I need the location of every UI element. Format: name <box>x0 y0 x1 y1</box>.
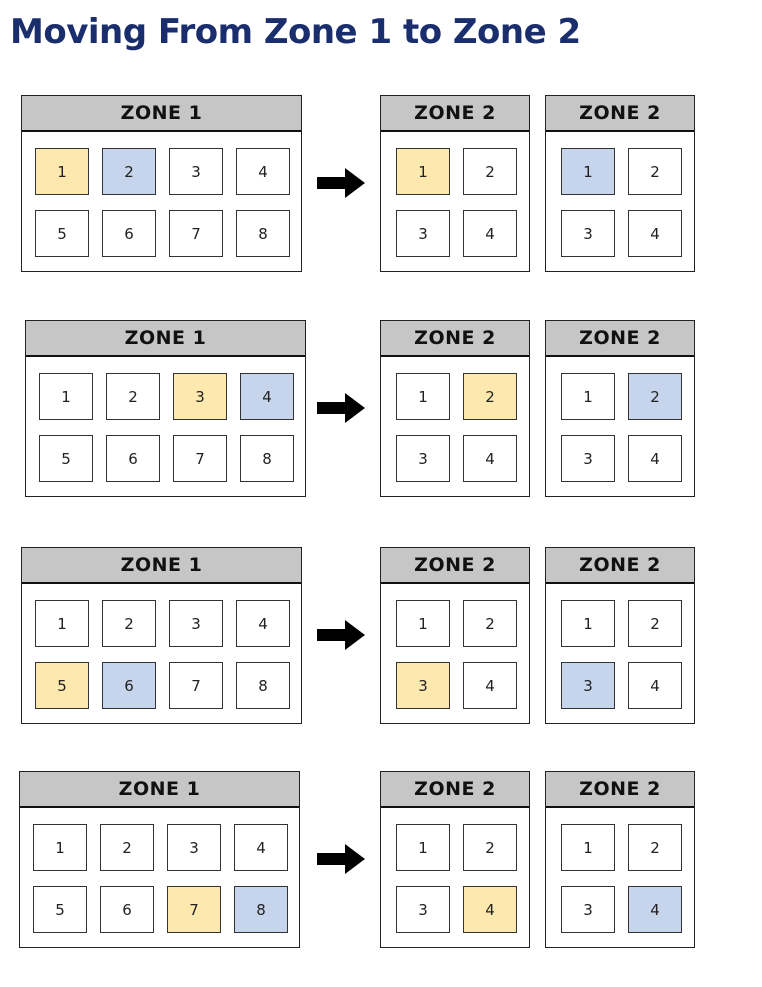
zone-cell: 6 <box>100 886 154 933</box>
zone-cell: 8 <box>234 886 288 933</box>
zone-header: ZONE 2 <box>381 321 529 357</box>
zone-header: ZONE 2 <box>546 321 694 357</box>
zone-cell: 4 <box>628 662 682 709</box>
zone-cell: 4 <box>463 435 517 482</box>
zone-cell: 3 <box>561 886 615 933</box>
zone-cell: 4 <box>628 210 682 257</box>
zone-cell: 2 <box>100 824 154 871</box>
zone-cell: 2 <box>106 373 160 420</box>
zone-cell: 5 <box>33 886 87 933</box>
zone-cell: 3 <box>396 210 450 257</box>
zone-cell: 1 <box>561 600 615 647</box>
right-arrow-icon <box>317 168 365 198</box>
zone-cell: 2 <box>463 373 517 420</box>
zone-cell: 3 <box>396 662 450 709</box>
zone-cell: 4 <box>240 373 294 420</box>
zone-cell: 3 <box>396 886 450 933</box>
zone-cell: 4 <box>236 600 290 647</box>
zone-header: ZONE 2 <box>381 772 529 808</box>
zone-cell: 5 <box>39 435 93 482</box>
zone-header: ZONE 2 <box>381 548 529 584</box>
zone-cell: 7 <box>173 435 227 482</box>
zone-cell: 3 <box>561 435 615 482</box>
zone-cell: 4 <box>628 886 682 933</box>
zone-cell: 3 <box>167 824 221 871</box>
zone-cell: 4 <box>463 210 517 257</box>
zone-cell: 2 <box>463 600 517 647</box>
zone-header: ZONE 2 <box>546 548 694 584</box>
zone-cell: 1 <box>561 373 615 420</box>
zone-header: ZONE 1 <box>22 548 301 584</box>
zone-header: ZONE 2 <box>546 772 694 808</box>
zone-cell: 2 <box>463 824 517 871</box>
zone-cell: 4 <box>463 886 517 933</box>
right-arrow-icon <box>317 844 365 874</box>
zone-cell: 3 <box>561 210 615 257</box>
zone-cell: 2 <box>463 148 517 195</box>
zone-cell: 3 <box>561 662 615 709</box>
zone-cell: 8 <box>236 662 290 709</box>
zone-cell: 8 <box>240 435 294 482</box>
zone-cell: 2 <box>102 148 156 195</box>
zone-cell: 4 <box>463 662 517 709</box>
zone-cell: 5 <box>35 210 89 257</box>
zone-cell: 3 <box>169 148 223 195</box>
zone-header: ZONE 1 <box>26 321 305 357</box>
zone-cell: 4 <box>628 435 682 482</box>
right-arrow-icon <box>317 393 365 423</box>
zone-cell: 7 <box>167 886 221 933</box>
zone-cell: 8 <box>236 210 290 257</box>
zone-cell: 1 <box>39 373 93 420</box>
zone-cell: 7 <box>169 662 223 709</box>
zone-cell: 1 <box>396 148 450 195</box>
zone-cell: 2 <box>628 373 682 420</box>
zone-cell: 2 <box>628 148 682 195</box>
right-arrow-icon <box>317 620 365 650</box>
zone-cell: 3 <box>396 435 450 482</box>
zone-cell: 6 <box>106 435 160 482</box>
zone-cell: 5 <box>35 662 89 709</box>
zone-header: ZONE 1 <box>20 772 299 808</box>
zone-cell: 7 <box>169 210 223 257</box>
page-title: Moving From Zone 1 to Zone 2 <box>10 12 581 52</box>
zone-cell: 1 <box>396 373 450 420</box>
zone-cell: 4 <box>234 824 288 871</box>
zone-cell: 1 <box>396 600 450 647</box>
zone-cell: 3 <box>169 600 223 647</box>
zone-cell: 4 <box>236 148 290 195</box>
zone-cell: 2 <box>102 600 156 647</box>
zone-header: ZONE 2 <box>546 96 694 132</box>
zone-cell: 3 <box>173 373 227 420</box>
zone-header: ZONE 2 <box>381 96 529 132</box>
zone-cell: 2 <box>628 824 682 871</box>
zone-header: ZONE 1 <box>22 96 301 132</box>
zone-cell: 2 <box>628 600 682 647</box>
zone-cell: 6 <box>102 210 156 257</box>
zone-cell: 6 <box>102 662 156 709</box>
zone-cell: 1 <box>561 824 615 871</box>
zone-cell: 1 <box>561 148 615 195</box>
zone-cell: 1 <box>35 600 89 647</box>
zone-cell: 1 <box>35 148 89 195</box>
zone-cell: 1 <box>33 824 87 871</box>
zone-cell: 1 <box>396 824 450 871</box>
